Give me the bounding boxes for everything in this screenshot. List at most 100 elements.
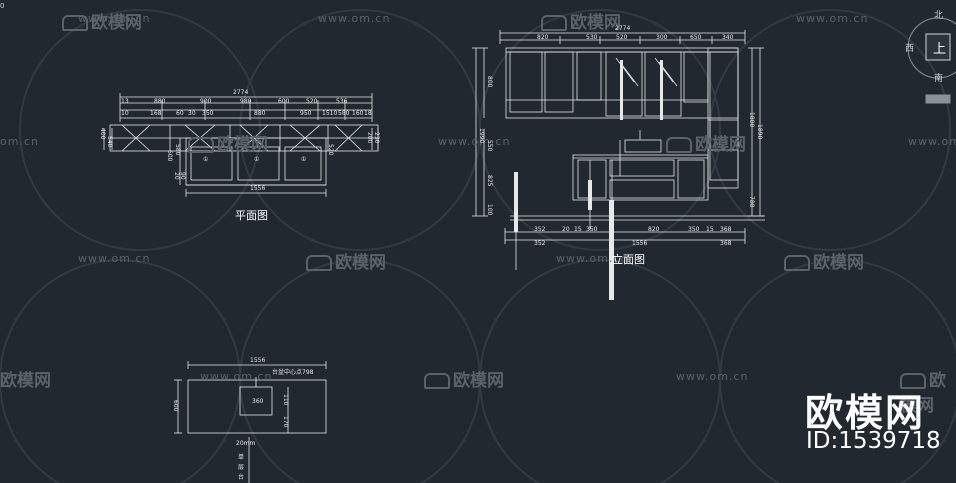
- plan-second-dim: 1510: [322, 110, 338, 117]
- plan-second-dim: 30: [188, 110, 196, 117]
- sofa-logo-icon: [666, 137, 692, 153]
- elev-bottom-dim: 1556: [632, 240, 648, 247]
- counter-basin: 360: [252, 398, 264, 405]
- elev-bottom-dim: 820: [648, 226, 660, 233]
- watermark-url: www.om.cn: [908, 135, 956, 148]
- elev-top-dim: 530: [586, 34, 598, 41]
- corner-marker: 0: [0, 2, 5, 10]
- brand-logo-text: 欧模网: [805, 391, 926, 435]
- sofa-logo-icon: [424, 373, 450, 389]
- plan-view-title: 平面图: [235, 209, 268, 222]
- watermark-brand: 欧模网: [666, 130, 746, 155]
- elev-top-overall: 2774: [615, 25, 631, 32]
- plan-top-dim: 536: [336, 98, 348, 105]
- sofa-logo-icon: [306, 255, 332, 271]
- watermark-brand-text: 欧模网: [217, 135, 268, 155]
- plan-bottom-dim: 1556: [250, 185, 266, 192]
- plan-second-dim: 168: [150, 110, 162, 117]
- plan-circle-mark: ①: [301, 156, 307, 163]
- view-cube-top[interactable]: 上: [933, 42, 947, 57]
- sofa-logo-icon: [541, 15, 567, 31]
- elev-bottom-dim: 20: [562, 226, 570, 233]
- watermark-brand-text: 欧模网: [900, 371, 946, 416]
- watermark-url: www.om.cn: [200, 370, 273, 383]
- counter-note: 台盆中心点798: [272, 369, 314, 376]
- plan-second-dim: 580: [338, 110, 350, 117]
- watermark-brand-text: 欧模网: [0, 371, 51, 391]
- sofa-logo-icon: [784, 255, 810, 271]
- elev-left-dim: 1990: [478, 128, 485, 144]
- plan-left-dim: 20: [173, 172, 180, 180]
- elev-bottom-dim: 368: [720, 226, 732, 233]
- elev-top-dim: 820: [537, 34, 549, 41]
- watermark-url: www.om.cn: [78, 252, 151, 265]
- watermark-url: www.om.cn: [318, 12, 391, 25]
- elev-left-dim: 550: [486, 140, 493, 152]
- plan-second-dim: 350: [202, 110, 214, 117]
- elev-top-dim: 300: [656, 34, 668, 41]
- elev-bottom-dim: 352: [534, 226, 546, 233]
- watermark-url: www.om.cn: [438, 135, 511, 148]
- plan-circle-mark: ①: [254, 156, 260, 163]
- counter-vertical-note: 台: [238, 474, 245, 481]
- plan-left-dim: 540: [106, 136, 113, 148]
- sofa-logo-icon: [188, 137, 214, 153]
- elev-bottom-dim: 350: [688, 226, 700, 233]
- counter-vertical-note: 20mm: [236, 440, 256, 447]
- watermark-brand-text: 欧模网: [695, 135, 746, 155]
- elev-bottom-dim: 368: [720, 240, 732, 247]
- plan-circle-mark: ①: [203, 156, 209, 163]
- sofa-logo-icon: [62, 15, 88, 31]
- plan-top-dim: 13: [121, 98, 129, 105]
- compass-west[interactable]: 西: [905, 44, 915, 54]
- plan-left-dim: 90: [179, 172, 186, 180]
- plan-top-dim: 520: [306, 98, 318, 105]
- watermark-url: www.om.cn: [796, 12, 869, 25]
- counter-right-dim: 170: [282, 416, 289, 428]
- plan-second-dim: 950: [300, 110, 312, 117]
- watermark-brand-text: 欧模网: [453, 371, 504, 391]
- plan-overall-width: 2774: [233, 89, 249, 96]
- model-id: ID:1539718: [806, 428, 941, 454]
- elev-top-dim: 650: [690, 34, 702, 41]
- watermark-brand-text: 欧模网: [91, 13, 142, 33]
- plan-side-mark: 580: [174, 144, 181, 156]
- plan-top-dim: 900: [200, 98, 212, 105]
- elev-left-dim: 825: [486, 175, 493, 187]
- elev-top-dim: 340: [722, 34, 734, 41]
- watermark-brand: 欧模网: [424, 366, 504, 391]
- plan-left-dim: 600: [166, 150, 173, 162]
- watermark-brand: 欧模网: [188, 130, 268, 155]
- compass-north[interactable]: 北: [934, 11, 944, 21]
- counter-depth: 600: [172, 400, 179, 412]
- elevation-view-title: 立面图: [612, 253, 645, 266]
- compass-south[interactable]: 南: [934, 74, 944, 84]
- plan-right-dim: 230: [373, 132, 380, 144]
- plan-top-dim: 980: [240, 98, 252, 105]
- elev-bottom-dim: 15: [706, 226, 714, 233]
- elev-top-dim: 520: [616, 34, 628, 41]
- elev-right-dim: 1800: [748, 112, 755, 128]
- plan-second-dim: 18: [364, 110, 372, 117]
- plan-side-mark: 520: [327, 144, 334, 156]
- plan-left-dim: 400: [99, 128, 106, 140]
- plan-right-dim: 200: [366, 132, 373, 144]
- counter-overall-width: 1556: [250, 357, 266, 364]
- plan-second-dim: 10: [121, 110, 129, 117]
- watermark-brand-text: 欧模网: [570, 13, 621, 33]
- plan-second-dim: 160: [352, 110, 364, 117]
- counter-right-dim: 110: [282, 394, 289, 406]
- watermark-url: om.cn: [0, 135, 39, 148]
- plan-second-dim: 60: [176, 110, 184, 117]
- watermark-url: www.om.cn: [676, 370, 749, 383]
- counter-vertical-note: 单: [238, 454, 245, 461]
- elev-bottom-dim: 350: [586, 226, 598, 233]
- watermark-brand: 欧模网: [0, 366, 51, 391]
- watermark-brand-text: 欧模网: [813, 253, 864, 273]
- watermark-brand: 欧模网: [541, 8, 621, 33]
- plan-top-dim: 600: [278, 98, 290, 105]
- elev-left-dim: 800: [486, 76, 493, 88]
- elev-left-dim: 100: [486, 204, 493, 216]
- watermark-brand: 欧模网: [62, 8, 142, 33]
